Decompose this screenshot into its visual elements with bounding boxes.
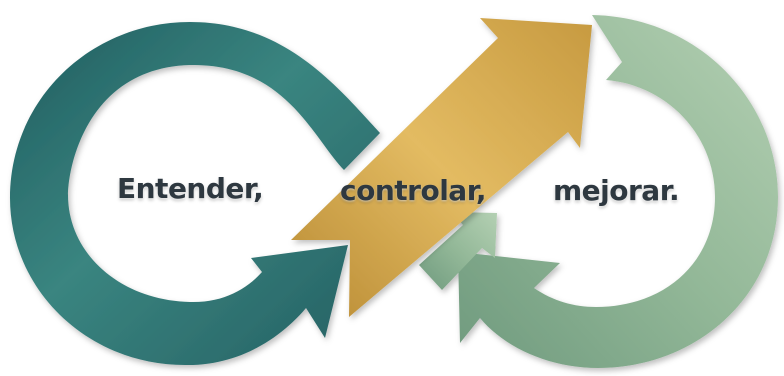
left-loop-arrow-icon — [10, 22, 380, 366]
word-understand: Entender, — [117, 172, 264, 205]
diagonal-arrow-icon — [291, 18, 592, 317]
word-control: controlar, — [340, 174, 487, 207]
word-improve: mejorar. — [553, 174, 680, 207]
right-loop-arrow-icon — [419, 15, 778, 368]
